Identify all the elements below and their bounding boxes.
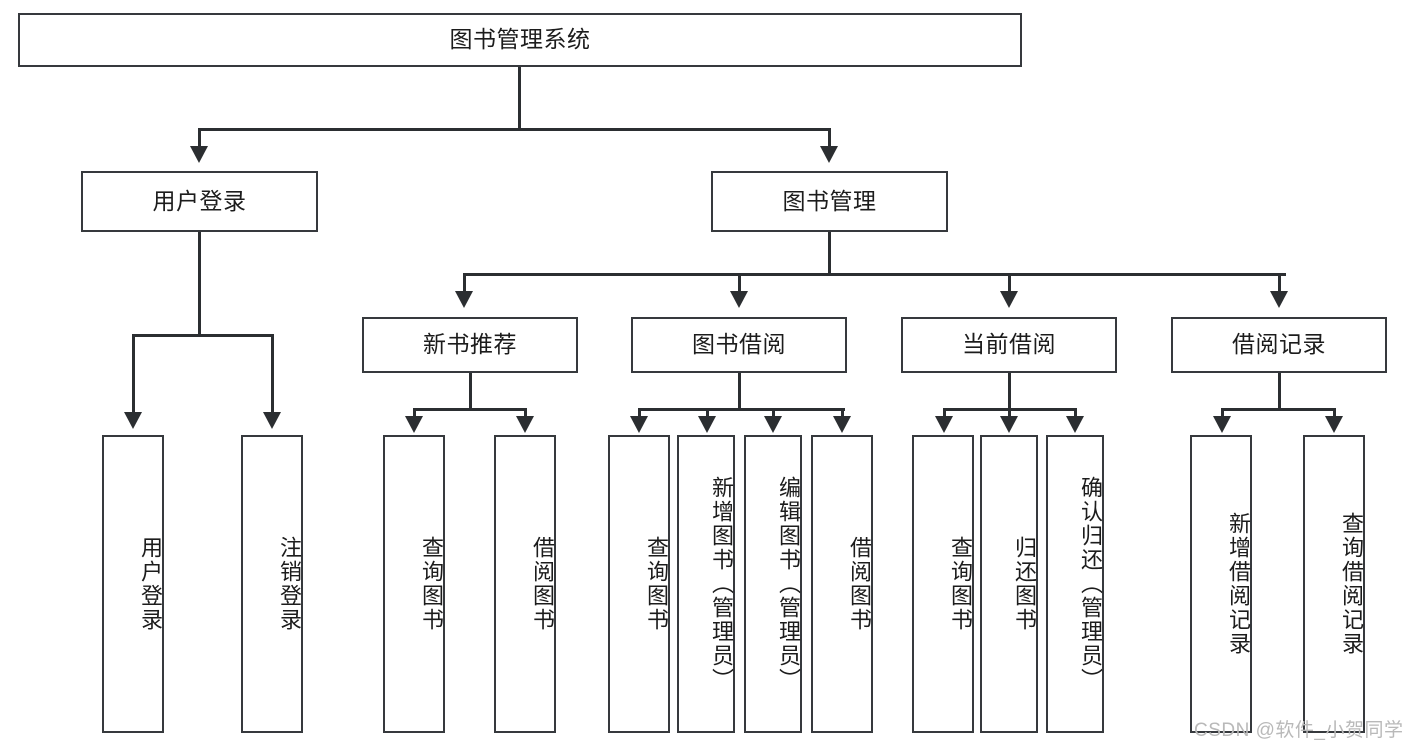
node-label: 新增借阅记录 — [1226, 512, 1251, 656]
connector-current-borrow-leaf2 — [1008, 408, 1011, 418]
connector-current-borrow-leaf3 — [1074, 408, 1077, 418]
arrowhead-borrow-record-leaf1 — [1213, 416, 1231, 433]
connector-root-stem — [518, 67, 521, 130]
connector-user-login-bus — [133, 334, 274, 337]
node-label: 查询借阅记录 — [1339, 512, 1364, 656]
leaf-new-book-borrow[interactable]: 借阅图书 — [494, 435, 556, 733]
leaf-borrow-record-query[interactable]: 查询借阅记录 — [1303, 435, 1365, 733]
node-label: 新书推荐 — [423, 331, 517, 358]
connector-book-borrow-leaf1 — [638, 408, 641, 418]
leaf-book-borrow-query[interactable]: 查询图书 — [608, 435, 670, 733]
leaf-book-borrow-borrow[interactable]: 借阅图书 — [811, 435, 873, 733]
connector-user-login-leaf2 — [271, 334, 274, 414]
connector-borrow-record-stem — [1278, 373, 1281, 410]
arrowhead-current-borrow-leaf2 — [1000, 416, 1018, 433]
node-label: 图书管理 — [782, 187, 877, 214]
connector-current-borrow-stem — [1008, 373, 1011, 410]
node-label: 查询图书 — [419, 536, 444, 632]
connector-root-bus — [198, 128, 831, 131]
node-new-book-recommend[interactable]: 新书推荐 — [362, 317, 578, 373]
arrowhead-book-manage-c3 — [1000, 291, 1018, 308]
connector-book-manage-c4 — [1278, 273, 1281, 293]
connector-book-manage-c3 — [1008, 273, 1011, 293]
arrowhead-current-borrow-leaf1 — [935, 416, 953, 433]
connector-new-book-stem — [469, 373, 472, 410]
leaf-user-login-logout[interactable]: 注销登录 — [241, 435, 303, 733]
arrowhead-book-borrow-leaf2 — [698, 416, 716, 433]
connector-borrow-record-leaf2 — [1333, 408, 1336, 418]
connector-book-borrow-stem — [738, 373, 741, 410]
arrowhead-borrow-record-leaf2 — [1325, 416, 1343, 433]
node-current-borrow[interactable]: 当前借阅 — [901, 317, 1117, 373]
connector-new-book-bus — [414, 408, 527, 411]
connector-book-borrow-bus — [639, 408, 845, 411]
arrowhead-book-borrow-leaf3 — [764, 416, 782, 433]
arrowhead-book-borrow-leaf1 — [630, 416, 648, 433]
node-label: 图书管理系统 — [449, 26, 591, 53]
node-label: 用户登录 — [138, 536, 163, 632]
connector-book-borrow-leaf4 — [841, 408, 844, 418]
leaf-current-borrow-return[interactable]: 归还图书 — [980, 435, 1038, 733]
node-label: 归还图书 — [1012, 536, 1037, 632]
leaf-new-book-query[interactable]: 查询图书 — [383, 435, 445, 733]
node-label: 确认归还（管理员） — [1078, 476, 1103, 692]
connector-book-manage-c1 — [463, 273, 466, 293]
node-book-borrow[interactable]: 图书借阅 — [631, 317, 847, 373]
node-label: 当前借阅 — [962, 331, 1056, 358]
arrowhead-user-login-leaf1 — [124, 412, 142, 429]
connector-user-login-stem — [198, 232, 201, 336]
connector-book-borrow-leaf2 — [706, 408, 709, 418]
node-label: 借阅图书 — [530, 536, 555, 632]
arrowhead-new-book-leaf2 — [516, 416, 534, 433]
connector-borrow-record-leaf1 — [1221, 408, 1224, 418]
node-label: 编辑图书（管理员） — [776, 476, 801, 692]
node-root-system[interactable]: 图书管理系统 — [18, 13, 1022, 67]
node-label: 借阅图书 — [847, 536, 872, 632]
leaf-current-borrow-confirm[interactable]: 确认归还（管理员） — [1046, 435, 1104, 733]
arrowhead-book-manage-c1 — [455, 291, 473, 308]
node-borrow-record[interactable]: 借阅记录 — [1171, 317, 1387, 373]
arrowhead-user-login-leaf2 — [263, 412, 281, 429]
node-user-login[interactable]: 用户登录 — [81, 171, 318, 232]
connector-book-borrow-leaf3 — [772, 408, 775, 418]
connector-user-login-leaf1 — [132, 334, 135, 414]
node-label: 用户登录 — [152, 187, 247, 214]
node-label: 图书借阅 — [692, 331, 786, 358]
arrowhead-root-to-book-manage — [820, 146, 838, 163]
arrowhead-root-to-user-login — [190, 146, 208, 163]
connector-root-to-book-manage — [828, 128, 831, 148]
connector-book-manage-bus — [463, 273, 1286, 276]
connector-current-borrow-leaf1 — [943, 408, 946, 418]
connector-book-manage-c2 — [738, 273, 741, 293]
arrowhead-book-manage-c2 — [730, 291, 748, 308]
leaf-user-login-login[interactable]: 用户登录 — [102, 435, 164, 733]
arrowhead-current-borrow-leaf3 — [1066, 416, 1084, 433]
node-label: 查询图书 — [948, 536, 973, 632]
leaf-current-borrow-query[interactable]: 查询图书 — [912, 435, 974, 733]
node-label: 新增图书（管理员） — [709, 476, 734, 692]
node-book-manage[interactable]: 图书管理 — [711, 171, 948, 232]
connector-new-book-leaf2 — [524, 408, 527, 418]
connector-book-manage-stem — [828, 232, 831, 275]
leaf-book-borrow-add[interactable]: 新增图书（管理员） — [677, 435, 735, 733]
arrowhead-book-borrow-leaf4 — [833, 416, 851, 433]
connector-borrow-record-bus — [1222, 408, 1336, 411]
leaf-borrow-record-add[interactable]: 新增借阅记录 — [1190, 435, 1252, 733]
leaf-book-borrow-edit[interactable]: 编辑图书（管理员） — [744, 435, 802, 733]
connector-new-book-leaf1 — [413, 408, 416, 418]
arrowhead-new-book-leaf1 — [405, 416, 423, 433]
node-label: 注销登录 — [277, 536, 302, 632]
node-label: 借阅记录 — [1232, 331, 1326, 358]
connector-root-to-user-login — [198, 128, 201, 148]
arrowhead-book-manage-c4 — [1270, 291, 1288, 308]
watermark-text: CSDN @软件_小贺同学 — [1194, 720, 1404, 741]
node-label: 查询图书 — [644, 536, 669, 632]
